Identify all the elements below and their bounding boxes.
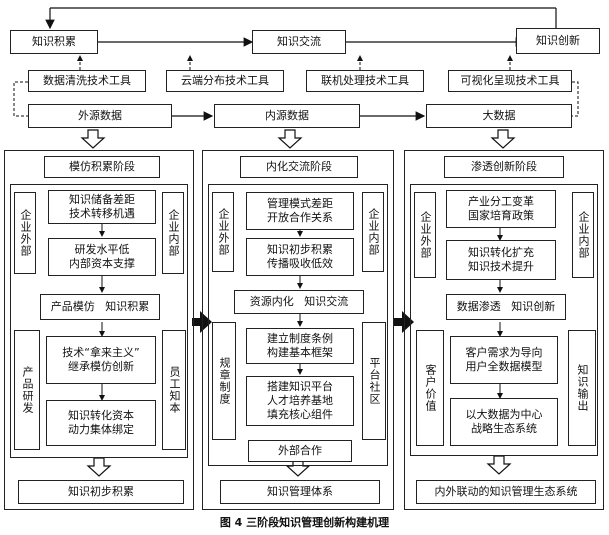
stage1-box-rd-level: 研发水平低 内部资本支撑	[48, 238, 156, 276]
stage3-box-knowledge-transform: 知识转化扩充 知识技术提升	[446, 240, 556, 280]
stage3-panel	[404, 150, 604, 510]
stage3-result: 内外联动的知识管理生态系统	[416, 480, 596, 504]
tool-visualization: 可视化呈现技术工具	[448, 70, 572, 92]
internal-data-box: 内源数据	[214, 104, 360, 128]
stage3-knowledge-output-label: 知识输出	[568, 330, 596, 446]
stage1-product-rd-label: 产品研发	[14, 330, 40, 450]
stage2-mid-box: 资源内化 知识交流	[234, 290, 364, 314]
knowledge-innovation-box: 知识创新	[516, 28, 600, 54]
stage3-mid-box: 数据渗透 知识创新	[446, 294, 566, 320]
external-data-box: 外源数据	[28, 104, 172, 128]
stage1-panel	[4, 150, 194, 510]
stage1-box-knowledge-capital: 知识转化资本 动力集体绑定	[46, 400, 156, 446]
big-data-box: 大数据	[426, 104, 572, 128]
stage3-internal-label: 企业内部	[572, 192, 594, 278]
stage1-external-label: 企业外部	[14, 192, 36, 274]
down-arrow-stage1	[80, 129, 106, 149]
stage2-box-institution: 建立制度条例 构建基本框架	[246, 328, 354, 364]
stage2-regulations-label: 规章制度	[212, 322, 236, 440]
stage2-box-platform: 搭建知识平台 人才培养基地 填充核心组件	[246, 376, 354, 426]
stage2-box-initial-accumulation: 知识初步积累 传播吸收低效	[246, 238, 354, 276]
stage2-result: 知识管理体系	[220, 480, 380, 504]
tool-online-processing: 联机处理技术工具	[306, 70, 424, 92]
stage3-customer-value-label: 客户价值	[416, 330, 444, 446]
tool-cloud-distributed: 云端分布技术工具	[166, 70, 284, 92]
stage2-box-management-gap: 管理模式差距 开放合作关系	[246, 192, 354, 230]
stage2-panel	[202, 150, 394, 510]
stage1-mid-box: 产品模仿 知识积累	[40, 294, 160, 320]
stage1-box-take-ism: 技术“拿来主义” 继承模仿创新	[46, 336, 156, 384]
stage3-external-label: 企业外部	[414, 192, 436, 278]
stage2-external-label: 企业外部	[212, 192, 234, 272]
stage2-internal-label: 企业内部	[362, 192, 384, 272]
stage3-title: 渗透创新阶段	[444, 156, 564, 178]
stage1-employee-capital-label: 员工知本	[162, 330, 186, 450]
knowledge-exchange-box: 知识交流	[252, 30, 346, 54]
knowledge-accumulation-box: 知识积累	[10, 30, 98, 54]
stage3-box-customer-demand: 客户需求为导向 用户全数据模型	[450, 336, 558, 384]
stage1-box-gap-opportunity: 知识储备差距 技术转移机遇	[48, 190, 156, 224]
stage3-box-ecosystem: 以大数据为中心 战略生态系统	[450, 398, 558, 446]
down-arrow-stage3	[490, 129, 516, 149]
tool-data-cleaning: 数据清洗技术工具	[28, 70, 146, 92]
figure-caption: 图 4 三阶段知识管理创新构建机理	[219, 516, 390, 529]
stage1-title: 模仿积累阶段	[44, 156, 160, 178]
down-arrow-stage2	[277, 129, 303, 149]
stage2-platform-community-label: 平台社区	[362, 322, 386, 440]
stage1-result: 知识初步积累	[18, 480, 184, 504]
stage1-internal-label: 企业内部	[162, 192, 184, 274]
stage2-inner-frame	[208, 184, 388, 466]
stage2-title: 内化交流阶段	[240, 156, 358, 178]
stage3-box-industry-policy: 产业分工变革 国家培育政策	[446, 190, 556, 228]
stage1-inner-frame	[10, 184, 188, 458]
down-arrow-result1	[86, 457, 112, 477]
stage2-external-cooperation: 外部合作	[248, 440, 352, 462]
down-arrow-result3	[486, 455, 512, 475]
dashed-bracket-left	[13, 81, 28, 117]
stage3-inner-frame	[410, 184, 598, 456]
